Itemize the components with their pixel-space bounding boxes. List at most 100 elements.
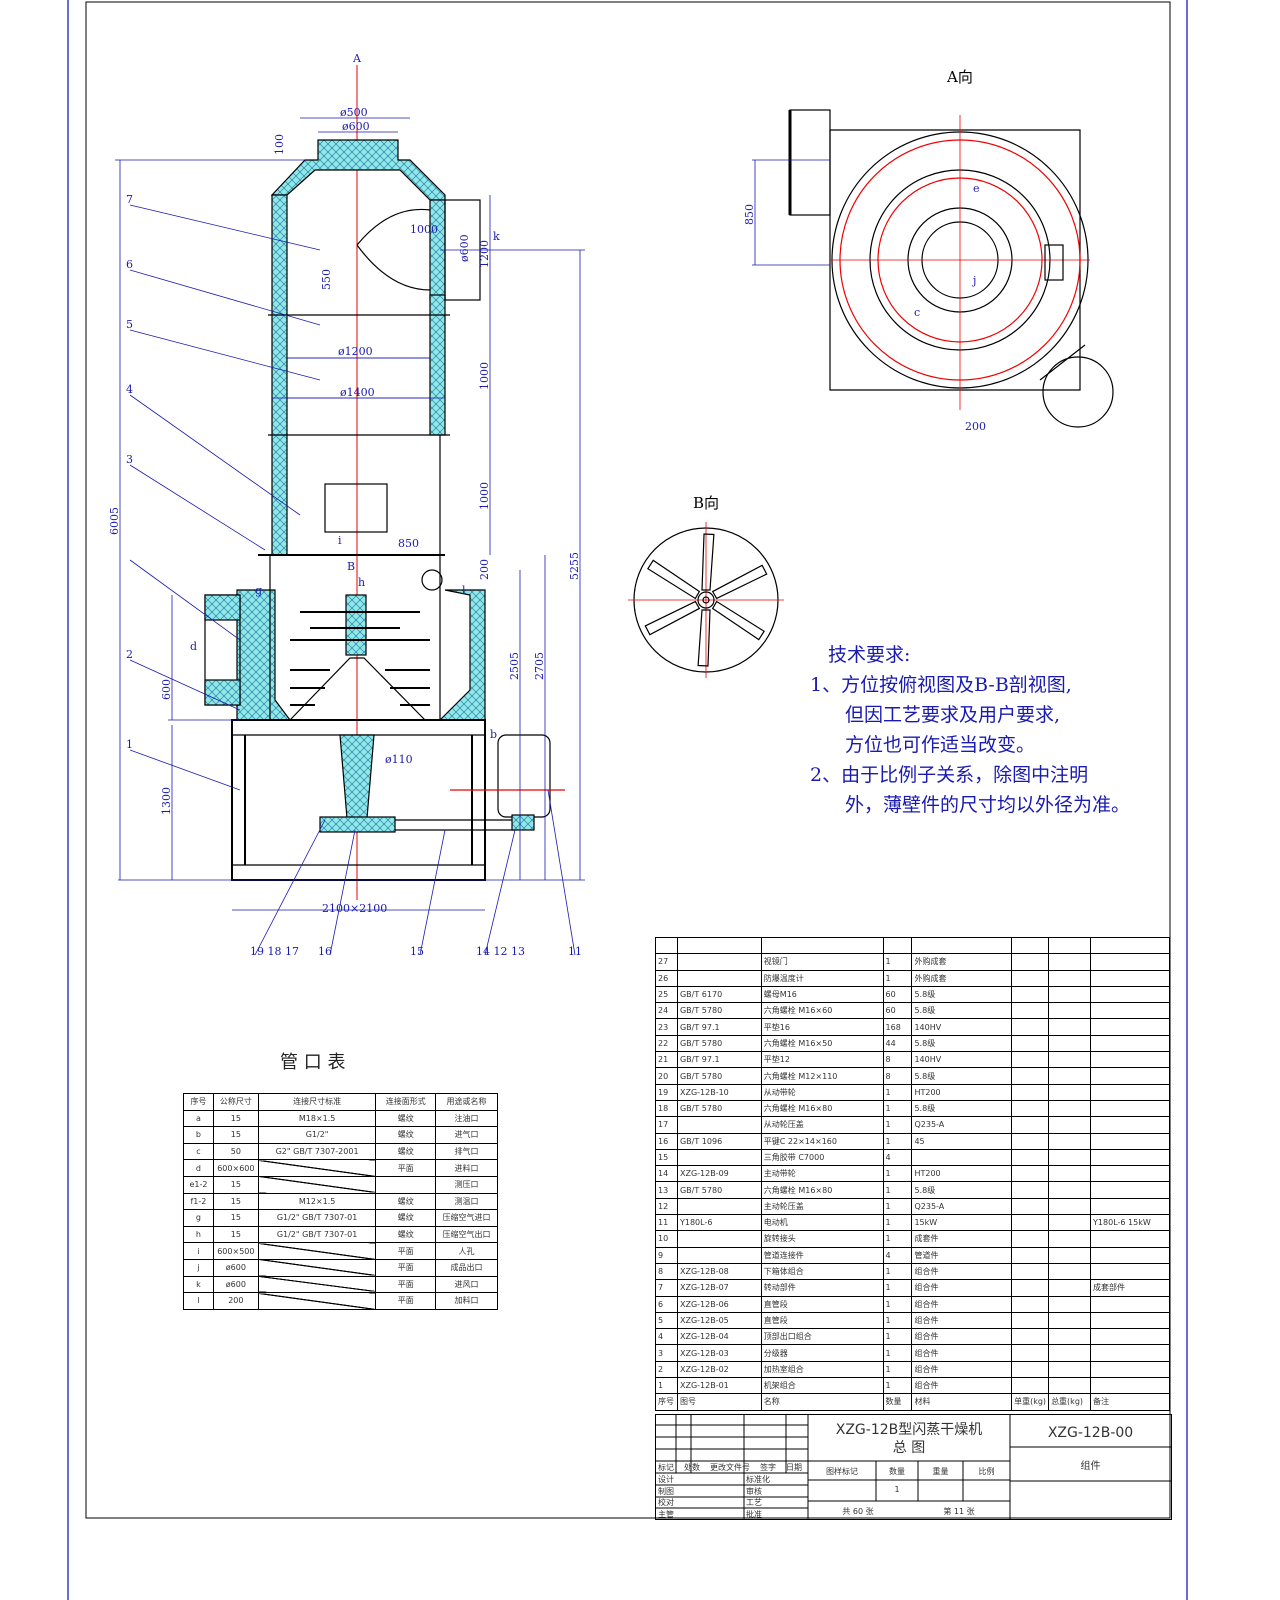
table-cell: [1011, 1165, 1050, 1183]
role-labels-right: 标准化审核工艺批准: [746, 1475, 770, 1519]
table-cell: 从动带轮: [760, 1083, 884, 1101]
table-cell: G2" GB/T 7307-2001: [257, 1142, 377, 1161]
svg-text:16: 16: [318, 945, 332, 958]
table-cell: 六角螺栓 M16×80: [760, 1099, 884, 1118]
table-cell: 旋转接头: [760, 1230, 884, 1248]
tech-line: 但因工艺要求及用户要求,: [845, 704, 1061, 726]
table-cell: [1090, 1051, 1170, 1069]
table-cell: [1090, 1099, 1170, 1118]
table-cell: 3: [655, 1344, 678, 1362]
table-cell: [1048, 1018, 1092, 1036]
table-cell: [676, 953, 762, 971]
table-cell: XZG-12B-03: [676, 1344, 762, 1362]
table-cell: 顶部出口组合: [760, 1328, 884, 1346]
table-cell: 注油口: [435, 1109, 498, 1128]
table-cell: 5.8级: [911, 985, 1013, 1004]
dim-frame-h: 1300: [160, 787, 173, 815]
table-cell: 1: [882, 1197, 913, 1216]
table-cell: [1011, 1360, 1050, 1379]
table-cell: 12: [655, 1197, 678, 1216]
table-cell: [1048, 1311, 1092, 1330]
table-cell: [1090, 1132, 1170, 1150]
impeller-blade: [647, 559, 701, 600]
table-cell: [1048, 1132, 1092, 1150]
pipe-table-title: 管 口 表: [280, 1052, 346, 1073]
table-cell: 进料口: [435, 1159, 498, 1177]
dim-shaft: ø110: [385, 753, 413, 766]
table-cell: [1011, 1246, 1050, 1264]
dim-gap: 200: [478, 559, 491, 580]
table-cell: 15: [212, 1126, 259, 1144]
table-cell: G1/2" GB/T 7307-01: [257, 1225, 377, 1244]
svg-text:2: 2: [126, 648, 133, 661]
table-cell: 4: [882, 1148, 913, 1167]
table-cell: 16: [655, 1132, 678, 1150]
table-cell: [1090, 985, 1170, 1004]
dim-sec1: 1000: [478, 362, 491, 390]
qty-value: 1: [894, 1485, 900, 1494]
table-cell: 5.8级: [911, 1181, 1013, 1199]
table-cell: [1048, 1344, 1092, 1362]
letter-l: l: [462, 584, 466, 597]
table-cell: 六角螺栓 M12×110: [760, 1067, 884, 1085]
table-cell: 六角螺栓 M16×50: [760, 1034, 884, 1053]
table-cell: [1011, 1377, 1050, 1395]
tech-line: 外，薄壁件的尺寸均以外径为准。: [845, 794, 1131, 816]
dim-frame-w: 2100×2100: [322, 902, 387, 915]
table-cell: [1090, 1360, 1170, 1379]
table-cell: 9: [655, 1246, 678, 1264]
table-cell: 5: [655, 1311, 678, 1330]
table-cell: [1090, 1181, 1170, 1199]
table-cell: 200: [212, 1292, 259, 1310]
tech-line: 方位按俯视图及B-B剖视图,: [841, 674, 1072, 696]
tech-title: 技术要求:: [828, 644, 911, 666]
table-cell: l: [183, 1292, 214, 1310]
table-cell: h: [183, 1225, 214, 1244]
table-cell: g: [183, 1209, 214, 1227]
dim-col-outer: ø1400: [340, 386, 375, 399]
table-cell: 视镜门: [760, 953, 884, 971]
table-cell: 加热室组合: [760, 1360, 884, 1379]
table-cell: 平面: [375, 1242, 437, 1260]
a-view-title: A向: [946, 68, 973, 86]
table-cell: [676, 1197, 762, 1216]
table-cell: 组合件: [911, 1377, 1013, 1395]
weight-label: 重量: [932, 1467, 949, 1476]
table-cell: M18×1.5: [257, 1109, 377, 1128]
table-header-row: 序号图号名称数量材料单重(kg)总重(kg)备注: [655, 1393, 1170, 1411]
table-cell: 压缩空气进口: [435, 1209, 498, 1227]
dim-a-850: 850: [743, 204, 756, 225]
dim-outlet-d: ø600: [458, 234, 471, 262]
table-cell: 公称尺寸: [212, 1093, 259, 1111]
table-cell: 进气口: [435, 1126, 498, 1144]
svg-text:11: 11: [568, 945, 582, 958]
table-cell: [1048, 1295, 1092, 1313]
table-cell: 平垫12: [760, 1051, 884, 1069]
table-cell: 总重(kg): [1048, 1393, 1092, 1411]
table-cell: [257, 1242, 377, 1260]
table-cell: [1090, 969, 1170, 987]
table-cell: 从动轮压盖: [760, 1116, 884, 1134]
table-cell: 组合件: [911, 1262, 1013, 1281]
table-cell: 主动带轮: [760, 1165, 884, 1183]
svg-text:7: 7: [126, 193, 133, 206]
table-cell: 11: [655, 1214, 678, 1232]
leader-numbers-bottom: 19 18 17 16 15 14 12 13 11: [250, 945, 582, 958]
table-cell: 主动轮压盖: [760, 1197, 884, 1216]
bearing-housing: [339, 734, 375, 831]
table-cell: 分级器: [760, 1344, 884, 1362]
table-cell: [257, 1292, 377, 1310]
table-cell: [676, 936, 762, 955]
table-cell: 外购成套: [911, 953, 1013, 971]
table-cell: 10: [655, 1230, 678, 1248]
table-cell: 1: [882, 1214, 913, 1232]
table-cell: 螺纹: [375, 1225, 437, 1244]
